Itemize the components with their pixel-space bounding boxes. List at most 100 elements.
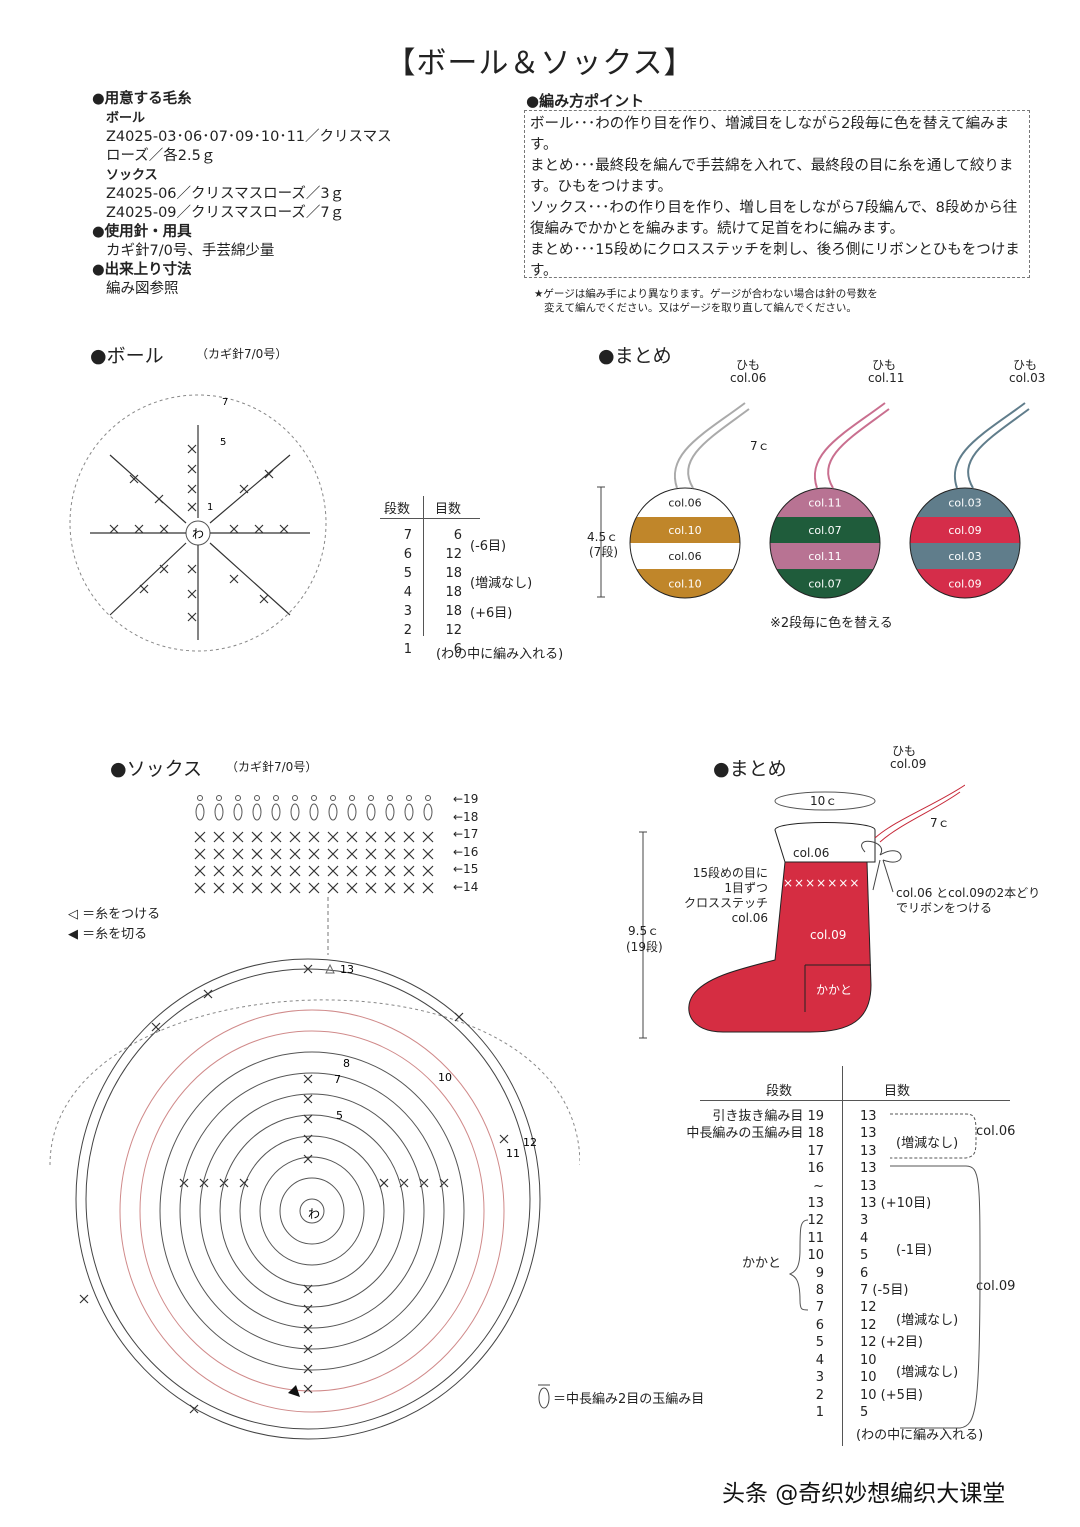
- single-crochet: [232, 848, 244, 860]
- sock-st-count: 10 (+5目): [860, 1387, 923, 1403]
- sock-height-dimension: [639, 831, 647, 1039]
- single-crochet: [308, 865, 320, 877]
- stripe-label: col.09: [948, 524, 981, 537]
- socks-heading: ●ソックス: [110, 758, 203, 780]
- sole-row-label: 5: [336, 1109, 343, 1122]
- tools-text: カギ針7/0号、手芸綿少量: [106, 243, 275, 259]
- socks-note: (-1目): [896, 1243, 933, 1258]
- ball-stripe: [910, 517, 1020, 543]
- puff-stitch: [309, 803, 319, 821]
- ball-stripe: [770, 517, 880, 543]
- ball-st-count: 12: [445, 623, 462, 638]
- sole-round: [199, 1093, 425, 1329]
- cross-note-line: col.06: [731, 911, 768, 925]
- single-crochet: [232, 831, 244, 843]
- puff-stitch: [271, 803, 281, 821]
- single-crochet: [327, 831, 339, 843]
- col06-brace: [890, 1113, 977, 1159]
- ball-stitches: [90, 425, 310, 640]
- sock-row-num: 13: [807, 1196, 824, 1212]
- sock-st-count: 13: [860, 1109, 877, 1124]
- height-dimension: [597, 486, 605, 598]
- row-mark: ←19: [453, 792, 479, 806]
- size-text: 編み図参照: [106, 281, 179, 297]
- attach-yarn-mark: [325, 963, 335, 974]
- single-crochet: [384, 882, 396, 894]
- ball-table-sts: 6 12 18 18 18 12 6: [430, 526, 462, 659]
- row-mark: ←17: [453, 827, 479, 841]
- single-crochet: [365, 831, 377, 843]
- stripe-label: col.06: [668, 550, 701, 563]
- ball-st-count: 18: [445, 604, 462, 619]
- single-crochet: [213, 831, 225, 843]
- points-heading: ●編み方ポイント: [526, 92, 645, 110]
- col09-range-label: col.09: [976, 1279, 1016, 1294]
- stripe-label: col.03: [948, 550, 981, 563]
- row-mark: ←16: [453, 844, 479, 859]
- single-crochet: [194, 882, 206, 894]
- puff-stitch: [347, 803, 357, 821]
- ball-row-num: 7: [403, 528, 412, 543]
- sock-st-count: 5: [860, 1404, 869, 1420]
- row-mark: ←14: [453, 879, 479, 894]
- ball-row-label: 1: [207, 502, 213, 513]
- cord-col: col.06: [730, 371, 767, 385]
- ball-row-num: 3: [403, 604, 412, 619]
- single-crochet: [251, 882, 263, 894]
- sole-round: [259, 1156, 365, 1266]
- col06-range-label: col.06: [976, 1124, 1016, 1139]
- sock-width-dimension: [774, 791, 876, 811]
- slip-stitch: [273, 795, 279, 801]
- stripe-label: col.06: [668, 497, 701, 510]
- ball-heading: ●ボール: [90, 345, 164, 367]
- single-crochet: [346, 848, 358, 860]
- sock-height: 9.5ｃ: [628, 924, 660, 938]
- slip-stitch: [330, 795, 336, 801]
- sock-row-num: 引き抜き編み目 19: [712, 1109, 824, 1124]
- sole-x-marks: [79, 964, 509, 1414]
- single-crochet: [327, 882, 339, 894]
- socks-note: (増減なし): [896, 1136, 959, 1151]
- ball-row-num: 6: [403, 547, 412, 562]
- single-crochet: [384, 831, 396, 843]
- gauge-note-1: ★ゲージは編み手により異なります。ゲージが合わない場合は針の号数を: [534, 288, 878, 300]
- stripe-label: col.11: [808, 497, 841, 510]
- single-crochet: [403, 848, 415, 860]
- socks-note: (増減なし): [896, 1313, 959, 1328]
- single-crochet: [270, 882, 282, 894]
- sock-row-num: 11: [807, 1230, 824, 1246]
- single-crochet: [270, 848, 282, 860]
- ball-row-num: 1: [403, 642, 412, 657]
- puff-row: [195, 795, 433, 821]
- sock-row-num: 8: [815, 1283, 824, 1299]
- ball-table-sts-header: 目数: [435, 502, 462, 517]
- ball-stripe: [630, 517, 740, 543]
- yarn-heading: ●用意する毛糸: [92, 91, 192, 107]
- socks-table-foot: (わの中に編み入れる): [856, 1428, 984, 1443]
- sole-row-label: 13: [340, 963, 354, 976]
- single-crochet: [422, 882, 434, 894]
- single-crochet: [194, 848, 206, 860]
- sock-row-num: 1: [815, 1404, 824, 1420]
- magic-ring: [299, 1198, 325, 1224]
- point-line: まとめ･･･最終段を編んで手芸綿を入れて、最終段の目に糸を通して絞ります。ひもを…: [530, 158, 1014, 195]
- socks-note: (増減なし): [896, 1365, 959, 1380]
- single-crochet: [232, 882, 244, 894]
- stripe-caption: ※2段毎に色を替える: [770, 616, 893, 631]
- materials-section: ●用意する毛糸 ボール Z4025-03･06･07･09･10･11／クリスマ…: [92, 90, 512, 299]
- cut-yarn-mark: [288, 1385, 300, 1397]
- stripe-label: col.10: [668, 524, 701, 537]
- ball-st-count: 18: [445, 566, 462, 581]
- sock-cord-label: ひも: [892, 744, 917, 758]
- cross-stitch-note: 15段めの目に 1目ずつ クロスステッチ col.06: [660, 866, 768, 926]
- point-line: ソックス･･･わの作り目を作り、増し目をしながら7段編んで、8段めから往復編みで…: [530, 200, 1018, 237]
- hanging-cord: [954, 402, 1030, 489]
- ball-st-count: 6: [453, 528, 462, 543]
- slip-stitch: [368, 795, 374, 801]
- single-crochet: [289, 882, 301, 894]
- socks-table-brackets: [788, 1113, 981, 1429]
- socks-yarn-2: Z4025-09／クリスマスローズ／7ｇ: [106, 205, 345, 221]
- puff-stitch-icon: [538, 1384, 550, 1409]
- sc-rows: [194, 831, 434, 894]
